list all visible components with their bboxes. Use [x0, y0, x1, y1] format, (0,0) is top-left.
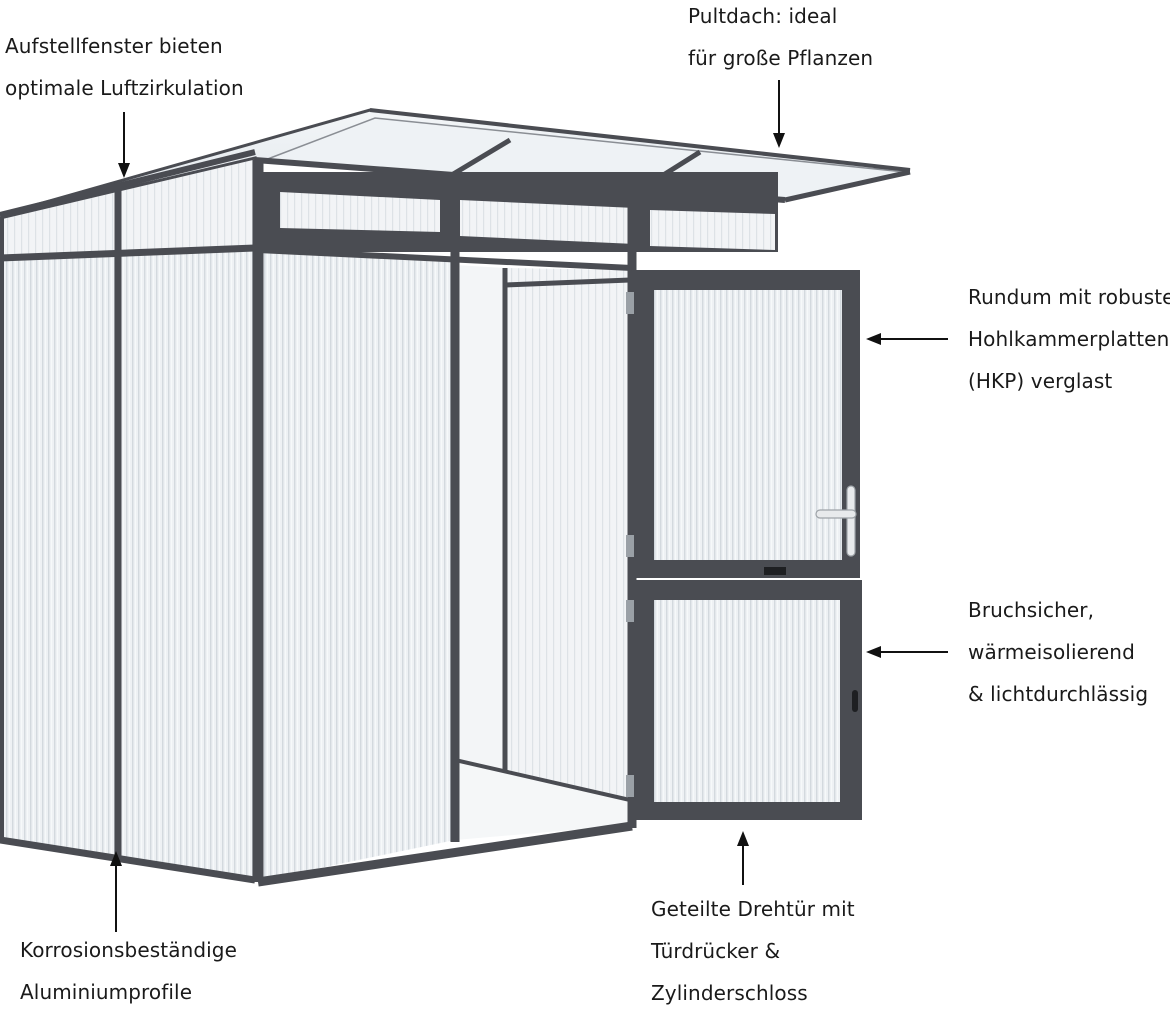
label-properties: Bruchsicher, wärmeisolierend & lichtdurc… [968, 589, 1148, 715]
callout-arrows [110, 80, 948, 932]
label-profiles-line-1: Korrosionsbeständige [20, 938, 237, 962]
label-panels-line-2: Hohlkammerplatten [968, 327, 1170, 351]
label-panels-line-3: (HKP) verglast [968, 369, 1113, 393]
label-door: Geteilte Drehtür mit Türdrücker & Zylind… [651, 888, 855, 1014]
label-roof: Pultdach: ideal für große Pflanzen [688, 0, 873, 79]
label-vents-line-1: Aufstellfenster bieten [5, 34, 223, 58]
label-properties-line-3: & lichtdurchlässig [968, 682, 1149, 706]
vent-row [262, 172, 778, 252]
label-roof-line-2: für große Pflanzen [688, 46, 874, 70]
label-profiles: Korrosionsbeständige Aluminiumprofile [20, 929, 237, 1013]
label-profiles-line-2: Aluminiumprofile [20, 980, 193, 1004]
label-roof-line-1: Pultdach: ideal [688, 4, 838, 28]
split-door [626, 270, 862, 820]
label-vents-line-2: optimale Luftzirkulation [5, 76, 244, 100]
label-properties-line-2: wärmeisolierend [968, 640, 1135, 664]
side-wall [0, 156, 257, 884]
label-panels: Rundum mit robusten Hohlkammerplatten (H… [968, 276, 1170, 402]
label-door-line-3: Zylinderschloss [651, 981, 808, 1005]
label-properties-line-1: Bruchsicher, [968, 598, 1095, 622]
front-wall [252, 160, 637, 887]
label-door-line-2: Türdrücker & [651, 939, 781, 963]
label-door-line-1: Geteilte Drehtür mit [651, 897, 855, 921]
label-panels-line-1: Rundum mit robusten [968, 285, 1170, 309]
label-vents: Aufstellfenster bieten optimale Luftzirk… [5, 25, 244, 109]
